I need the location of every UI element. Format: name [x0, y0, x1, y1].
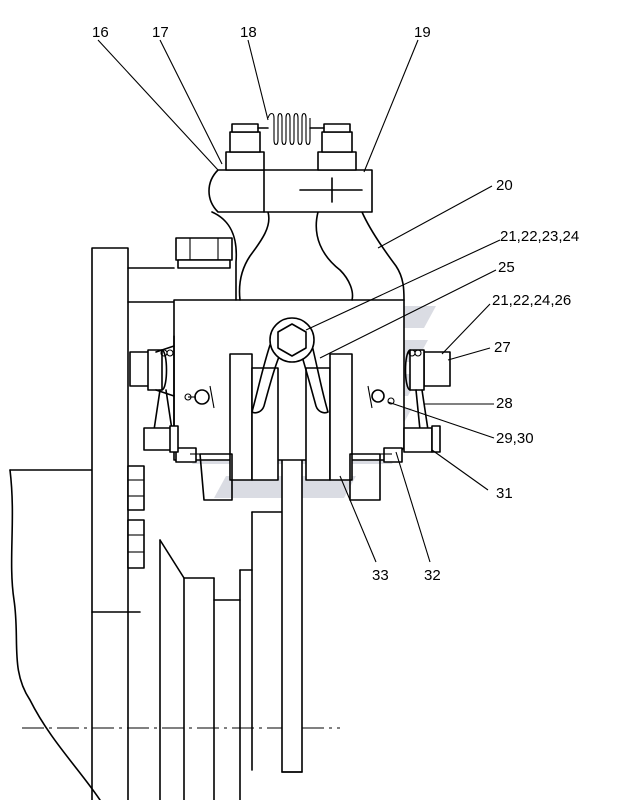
callout-32: 32 — [424, 567, 441, 584]
right-guide-pin — [403, 349, 451, 453]
left-housing — [9, 247, 283, 800]
top-left-nut — [175, 237, 233, 269]
callout-18: 18 — [240, 24, 257, 41]
left-guide-pin — [129, 345, 179, 453]
retaining-pins — [184, 385, 395, 409]
callout-21-22-23-24: 21,22,23,24 — [500, 228, 579, 245]
callout-21-22-24-26: 21,22,24,26 — [492, 292, 571, 309]
callout-labels: 16 17 18 19 20 21,22,23,24 25 21,22,24,2… — [92, 24, 579, 584]
callout-20: 20 — [496, 177, 513, 194]
callout-17: 17 — [152, 24, 169, 41]
lever-arms — [211, 211, 405, 301]
callout-28: 28 — [496, 395, 513, 412]
spring-posts — [225, 123, 357, 171]
callout-27: 27 — [494, 339, 511, 356]
callout-25: 25 — [498, 259, 515, 276]
left-nuts — [127, 465, 145, 569]
lever-bar — [208, 169, 373, 213]
callout-31: 31 — [496, 485, 513, 502]
callout-16: 16 — [92, 24, 109, 41]
callout-19: 19 — [414, 24, 431, 41]
hex-bolt — [269, 317, 315, 363]
pad-spring-clip — [251, 344, 329, 414]
leader-lines — [97, 39, 501, 563]
callout-29-30: 29,30 — [496, 430, 534, 447]
tension-spring — [257, 112, 325, 146]
brake-pads — [190, 353, 392, 501]
callout-33: 33 — [372, 567, 389, 584]
